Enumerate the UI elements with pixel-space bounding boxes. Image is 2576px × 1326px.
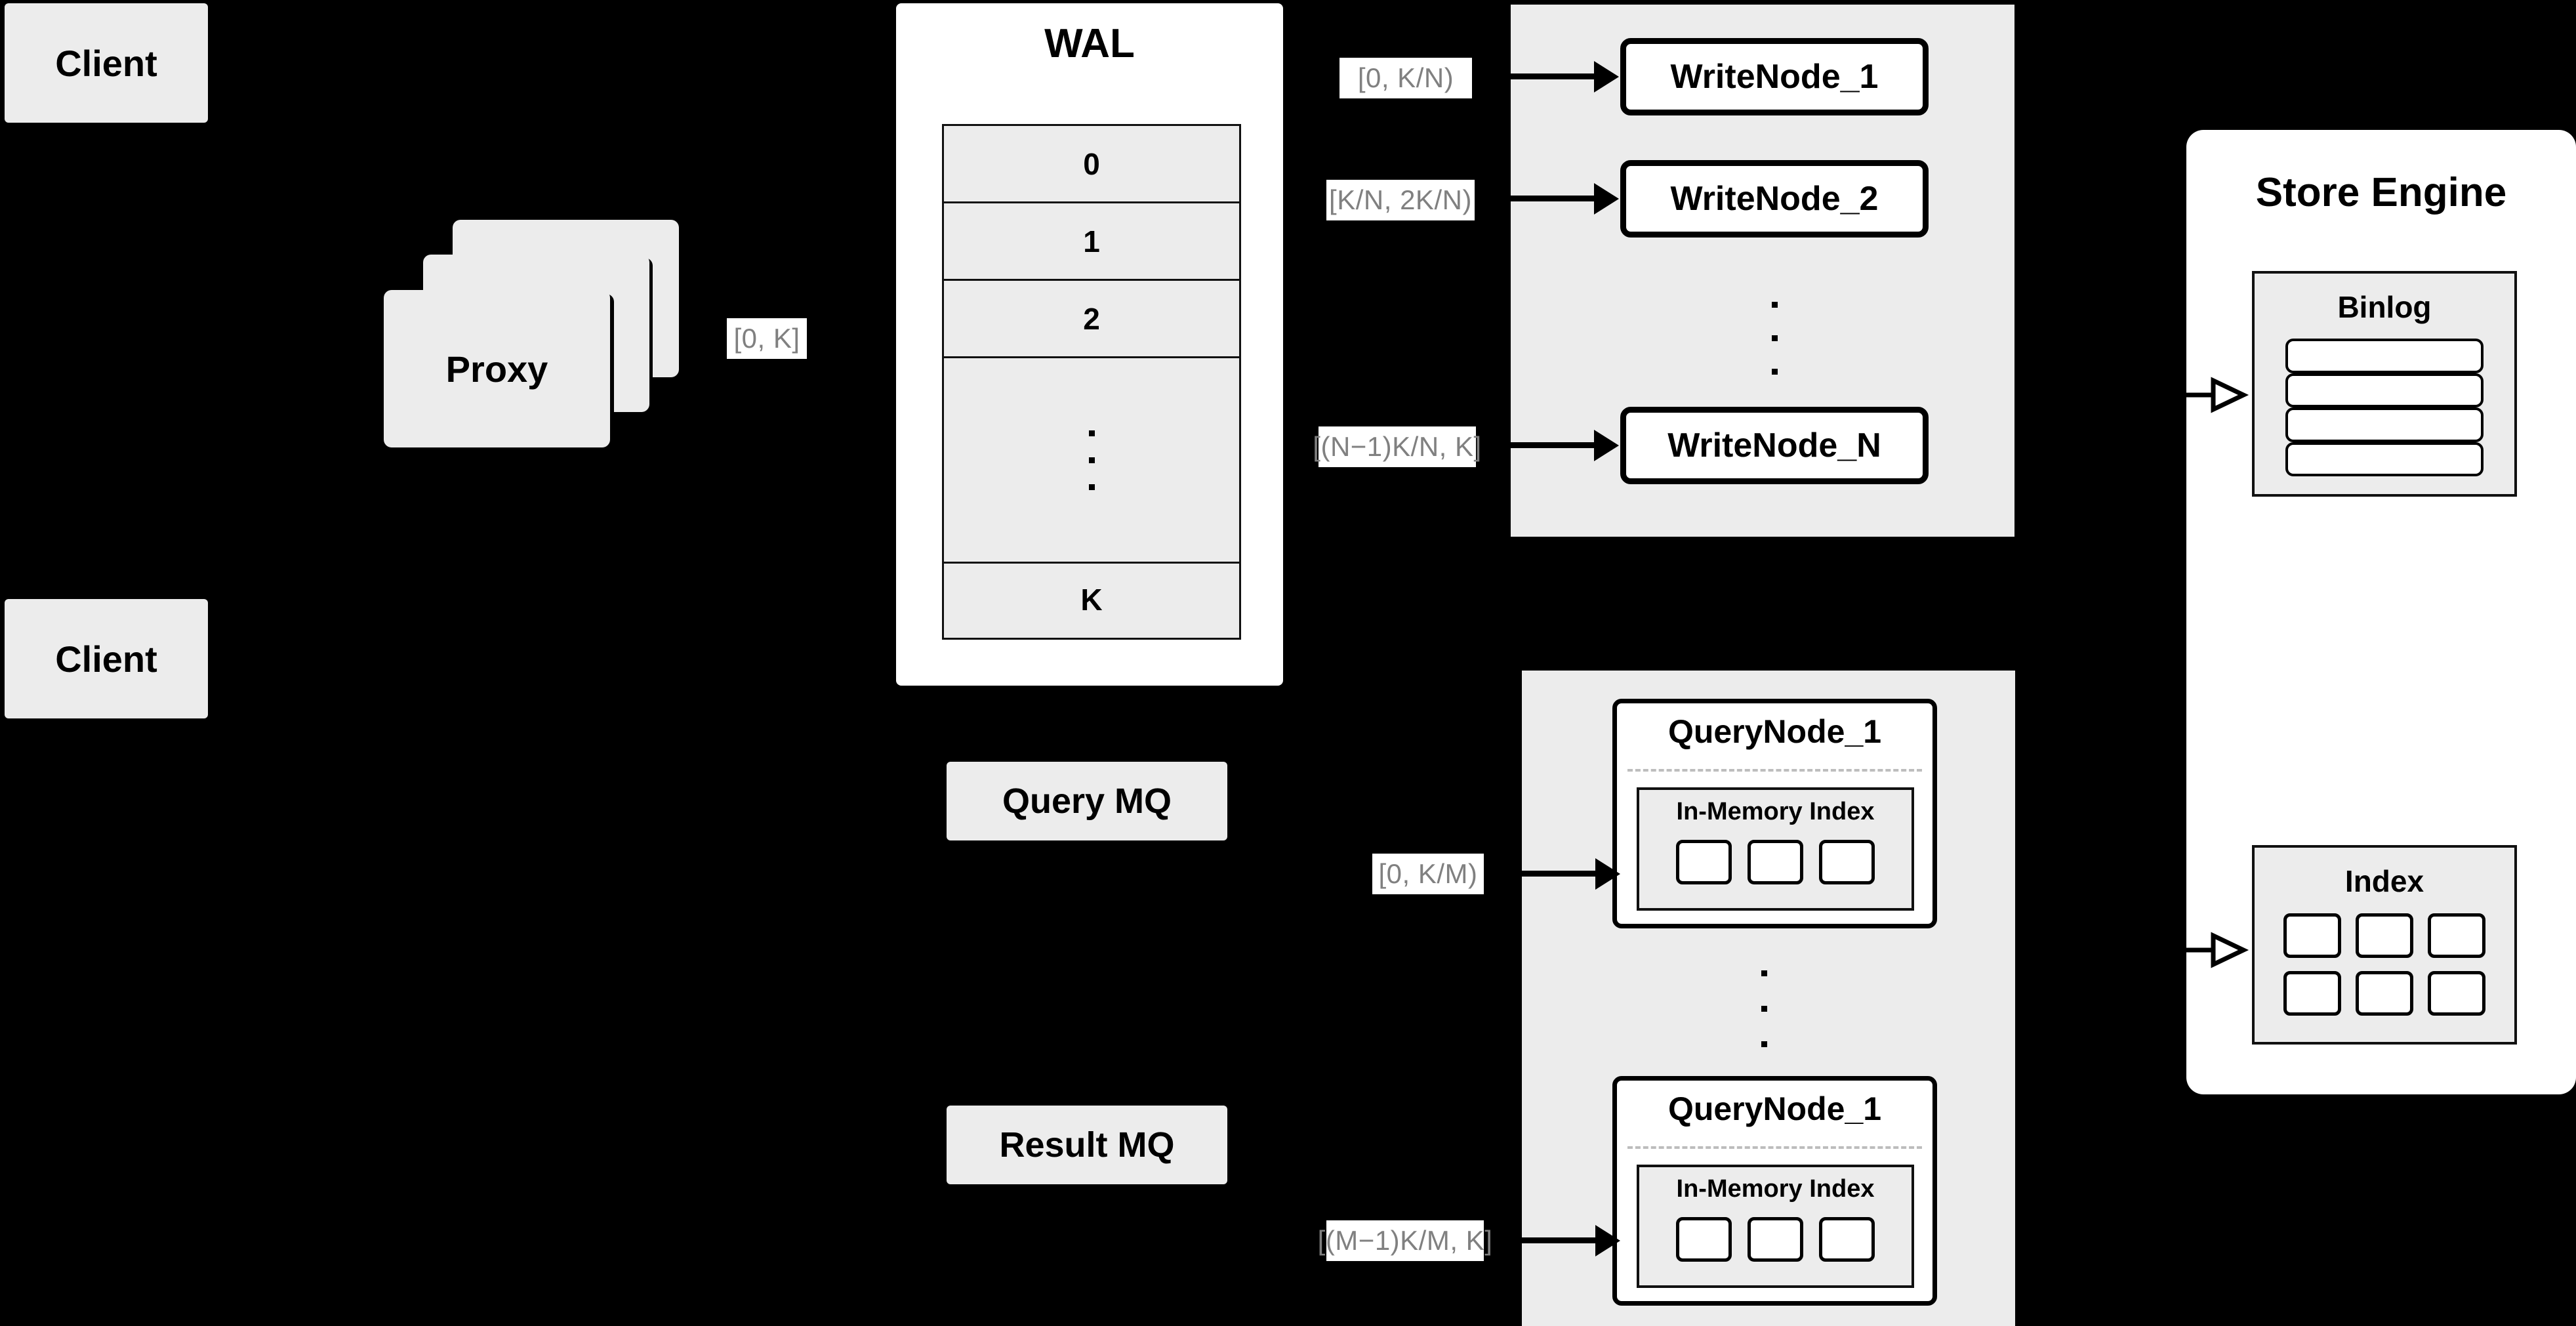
arrow-open-to-index — [2186, 930, 2251, 970]
query-node-2-range-label: [(M−1)K/M, K] — [1318, 1220, 1492, 1261]
write-node-n-label: WriteNode_N — [1667, 426, 1881, 465]
query-node-2-divider — [1627, 1146, 1922, 1149]
index-cell[interactable] — [2283, 971, 2341, 1016]
arrow-line-to-write-node-1 — [1511, 73, 1596, 79]
query-node-1[interactable]: QueryNode_1 In-Memory Index — [1612, 699, 1937, 928]
wal-row-k[interactable]: K — [944, 564, 1239, 635]
write-node-1-label: WriteNode_1 — [1670, 58, 1879, 96]
arrow-head-to-query-node-1 — [1595, 858, 1620, 890]
binlog-title: Binlog — [2337, 290, 2432, 324]
store-engine-title: Store Engine — [2255, 170, 2507, 215]
proxy-card-front[interactable]: Proxy — [384, 290, 610, 447]
query-node-1-index-cells — [1639, 840, 1912, 884]
wal-row-ellipsis — [944, 358, 1239, 564]
index-cell[interactable] — [1748, 1217, 1803, 1262]
binlog-row[interactable] — [2285, 407, 2484, 442]
proxy-range-label: [0, K] — [727, 318, 807, 359]
write-node-ellipsis — [1765, 274, 1784, 402]
client-label-1: Client — [55, 42, 157, 84]
ellipsis-dot — [1761, 1006, 1767, 1012]
wal-table: 0 1 2 K — [942, 124, 1241, 640]
query-node-2-title: QueryNode_1 — [1667, 1090, 1882, 1127]
query-node-2-inmemory-index: In-Memory Index — [1637, 1165, 1914, 1288]
query-node-ellipsis — [1754, 951, 1774, 1066]
query-node-1-inmemory-index: In-Memory Index — [1637, 787, 1914, 911]
write-node-n-range-label: [(N−1)K/N, K] — [1313, 426, 1481, 467]
write-node-n[interactable]: WriteNode_N — [1620, 407, 1929, 484]
store-engine-panel: Store Engine Binlog Index — [2186, 130, 2576, 1094]
ellipsis-dot — [1771, 369, 1778, 375]
wal-panel: WAL 0 1 2 K — [896, 3, 1283, 686]
ellipsis-dot — [1761, 1041, 1767, 1047]
arrow-head-to-write-node-n — [1594, 430, 1619, 461]
index-cell[interactable] — [2283, 913, 2341, 958]
write-node-2-range-label: [K/N, 2K/N) — [1326, 180, 1475, 220]
index-cell[interactable] — [2428, 971, 2485, 1016]
index-box: Index — [2252, 845, 2517, 1045]
arrow-head-to-write-node-2 — [1594, 183, 1619, 215]
binlog-row[interactable] — [2285, 339, 2484, 373]
binlog-row[interactable] — [2285, 442, 2484, 476]
query-node-1-range-label: [0, K/M) — [1372, 854, 1484, 894]
write-node-1-range-label: [0, K/N) — [1339, 58, 1472, 98]
proxy-label: Proxy — [445, 348, 548, 390]
arrow-line-to-write-node-n — [1511, 442, 1596, 448]
binlog-box: Binlog — [2252, 271, 2517, 497]
write-node-2[interactable]: WriteNode_2 — [1620, 160, 1929, 238]
binlog-rows — [2285, 339, 2484, 476]
ellipsis-dot — [1088, 484, 1095, 490]
arrow-open-to-binlog — [2186, 375, 2251, 415]
arrow-line-to-write-node-2 — [1511, 196, 1596, 201]
query-node-1-divider — [1627, 769, 1922, 772]
index-cell[interactable] — [1676, 1217, 1732, 1262]
binlog-row[interactable] — [2285, 373, 2484, 407]
write-node-2-label: WriteNode_2 — [1670, 180, 1879, 218]
query-node-1-title: QueryNode_1 — [1667, 713, 1882, 750]
index-cell[interactable] — [1819, 840, 1875, 884]
index-cell[interactable] — [2356, 913, 2413, 958]
query-node-2-index-cells — [1639, 1217, 1912, 1262]
index-cell[interactable] — [1676, 840, 1732, 884]
ellipsis-dot — [1088, 457, 1095, 463]
index-cell[interactable] — [1819, 1217, 1875, 1262]
wal-title: WAL — [1044, 21, 1135, 66]
index-cells-row-2 — [2255, 971, 2514, 1016]
query-mq-box[interactable]: Query MQ — [947, 762, 1227, 840]
query-node-1-index-title: In-Memory Index — [1676, 798, 1875, 825]
client-label-2: Client — [55, 638, 157, 680]
result-mq-box[interactable]: Result MQ — [947, 1106, 1227, 1184]
arrow-line-to-query-node-1 — [1522, 871, 1597, 877]
client-box-2[interactable]: Client — [5, 599, 208, 718]
ellipsis-dot — [1771, 335, 1778, 341]
ellipsis-dot — [1771, 302, 1778, 308]
ellipsis-dot — [1088, 430, 1095, 436]
wal-row-1[interactable]: 1 — [944, 203, 1239, 281]
index-cell[interactable] — [2356, 971, 2413, 1016]
arrow-head-to-query-node-2 — [1595, 1225, 1620, 1256]
client-box-1[interactable]: Client — [5, 3, 208, 123]
query-mq-label: Query MQ — [1002, 781, 1172, 821]
index-cell[interactable] — [2428, 913, 2485, 958]
arrow-head-to-write-node-1 — [1594, 61, 1619, 93]
arrow-line-to-query-node-2 — [1522, 1237, 1597, 1243]
wal-row-0[interactable]: 0 — [944, 126, 1239, 203]
write-node-1[interactable]: WriteNode_1 — [1620, 38, 1929, 115]
index-title: Index — [2344, 864, 2424, 898]
wal-row-2[interactable]: 2 — [944, 281, 1239, 358]
result-mq-label: Result MQ — [999, 1125, 1175, 1165]
query-node-2-index-title: In-Memory Index — [1676, 1175, 1875, 1203]
index-cell[interactable] — [1748, 840, 1803, 884]
index-cells-row-1 — [2255, 913, 2514, 958]
ellipsis-dot — [1761, 970, 1767, 976]
query-node-2[interactable]: QueryNode_1 In-Memory Index — [1612, 1076, 1937, 1306]
